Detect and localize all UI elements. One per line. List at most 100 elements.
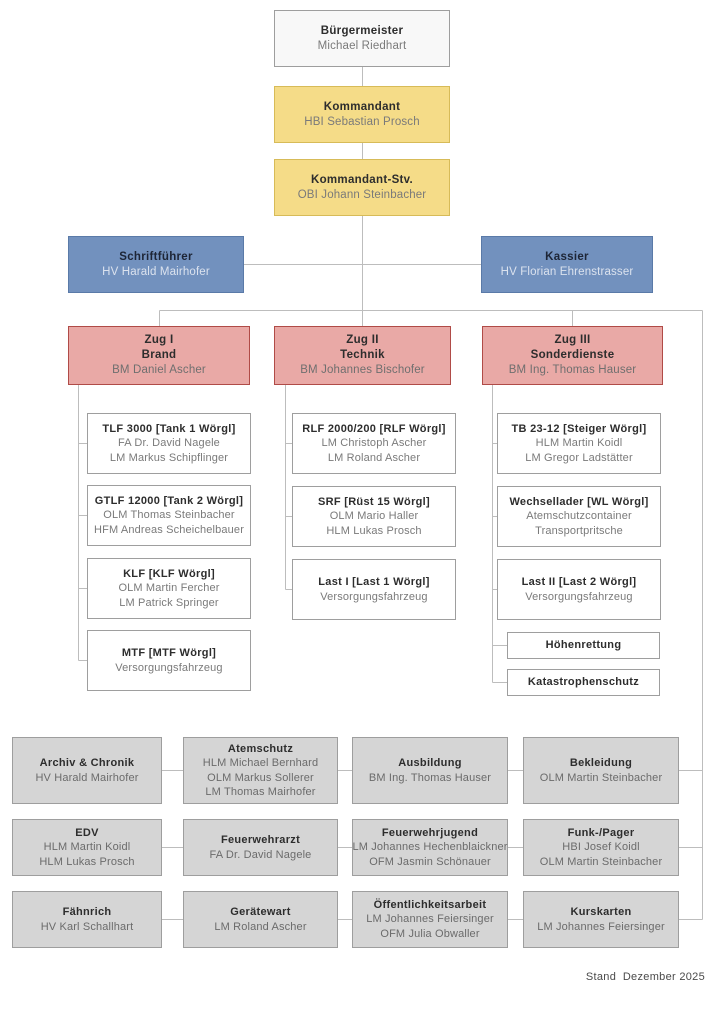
- box-subtitle: LM Roland Ascher: [214, 920, 307, 933]
- box-title: SRF [Rüst 15 Wörgl]: [317, 495, 431, 508]
- box-subtitle-2: HLM Lukas Prosch: [39, 855, 135, 868]
- box-subtitle: BM Johannes Bischofer: [300, 364, 425, 376]
- box-gtlf12000: GTLF 12000 [Tank 2 Wörgl] OLM Thomas Ste…: [87, 485, 251, 546]
- box-srf: SRF [Rüst 15 Wörgl] OLM Mario Haller HLM…: [292, 486, 456, 547]
- box-subtitle: BM Ing. Thomas Hauser: [508, 364, 637, 376]
- box-title: Fähnrich: [62, 906, 112, 918]
- box-title: Kommandant-Stv.: [310, 173, 414, 186]
- box-title: Archiv & Chronik: [39, 757, 135, 769]
- box-title: Öffentlichkeitsarbeit: [373, 898, 487, 911]
- box-title: Schriftführer: [119, 250, 193, 263]
- box-title: MTF [MTF Wörgl]: [121, 647, 217, 659]
- box-title: GTLF 12000 [Tank 2 Wörgl]: [94, 494, 244, 507]
- box-title: Höhenrettung: [545, 639, 622, 652]
- box-subtitle: HBI Josef Koidl: [562, 841, 640, 854]
- box-klf: KLF [KLF Wörgl] OLM Martin Fercher LM Pa…: [87, 558, 251, 619]
- box-archiv-chronik: Archiv & Chronik HV Harald Mairhofer: [12, 737, 162, 804]
- box-subtitle: Michael Riedhart: [317, 39, 407, 52]
- box-title: Last I [Last 1 Wörgl]: [318, 576, 430, 588]
- box-subtitle: BM Ing. Thomas Hauser: [368, 771, 492, 784]
- box-title: Bekleidung: [569, 757, 633, 769]
- box-title: Bürgermeister: [320, 24, 404, 37]
- box-subtitle-2: OLM Markus Sollerer: [207, 771, 314, 784]
- box-atemschutz: Atemschutz HLM Michael Bernhard OLM Mark…: [183, 737, 338, 804]
- box-zug3: Zug III Sonderdienste BM Ing. Thomas Hau…: [482, 326, 663, 385]
- box-title: RLF 2000/200 [RLF Wörgl]: [302, 422, 446, 435]
- box-subtitle-2: HLM Lukas Prosch: [326, 524, 422, 537]
- box-title-2: Technik: [340, 349, 385, 361]
- box-subtitle-2: LM Markus Schipflinger: [109, 451, 229, 464]
- box-buergermeister: Bürgermeister Michael Riedhart: [274, 10, 450, 67]
- box-subtitle: HLM Martin Koidl: [43, 841, 131, 854]
- box-faehnrich: Fähnrich HV Karl Schallhart: [12, 891, 162, 948]
- box-subtitle: OBI Johann Steinbacher: [297, 188, 427, 201]
- box-subtitle: LM Johannes Hechenblaickner: [352, 841, 508, 854]
- box-mtf: MTF [MTF Wörgl] Versorgungsfahrzeug: [87, 630, 251, 691]
- box-subtitle: HLM Michael Bernhard: [202, 757, 319, 769]
- box-subtitle: OLM Thomas Steinbacher: [103, 509, 235, 522]
- box-title-2: Sonderdienste: [530, 349, 615, 361]
- box-subtitle: Versorgungsfahrzeug: [320, 590, 428, 603]
- box-subtitle: HV Harald Mairhofer: [102, 265, 210, 278]
- box-title: Zug II: [346, 334, 379, 346]
- box-title: Gerätewart: [230, 906, 291, 918]
- box-subtitle: HBI Sebastian Prosch: [304, 115, 420, 128]
- stand-label: Stand Dezember 2025: [585, 971, 705, 983]
- box-subtitle: HLM Martin Koidl: [535, 437, 623, 450]
- box-subtitle: LM Johannes Feiersinger: [537, 920, 665, 933]
- box-subtitle: HV Karl Schallhart: [40, 920, 134, 933]
- box-kurskarten: Kurskarten LM Johannes Feiersinger: [523, 891, 679, 948]
- box-subtitle: OLM Martin Fercher: [118, 582, 220, 595]
- box-tlf3000: TLF 3000 [Tank 1 Wörgl] FA Dr. David Nag…: [87, 413, 251, 474]
- box-title: Kurskarten: [570, 906, 632, 918]
- box-rlf: RLF 2000/200 [RLF Wörgl] LM Christoph As…: [292, 413, 456, 474]
- box-kommandant-stv: Kommandant-Stv. OBI Johann Steinbacher: [274, 159, 450, 216]
- box-subtitle-2: OFM Jasmin Schönauer: [369, 855, 491, 868]
- box-feuerwehrarzt: Feuerwehrarzt FA Dr. David Nagele: [183, 819, 338, 876]
- box-funk-pager: Funk-/Pager HBI Josef Koidl OLM Martin S…: [523, 819, 679, 876]
- box-title: Funk-/Pager: [567, 826, 635, 839]
- box-tb2312: TB 23-12 [Steiger Wörgl] HLM Martin Koid…: [497, 413, 661, 474]
- box-subtitle: OLM Mario Haller: [329, 510, 419, 523]
- box-wechsellader: Wechsellader [WL Wörgl] Atemschutzcontai…: [497, 486, 661, 547]
- box-subtitle: Atemschutzcontainer: [526, 510, 632, 523]
- box-last1: Last I [Last 1 Wörgl] Versorgungsfahrzeu…: [292, 559, 456, 620]
- box-subtitle: Versorgungsfahrzeug: [525, 590, 633, 603]
- box-title: Atemschutz: [227, 742, 294, 755]
- box-title: TLF 3000 [Tank 1 Wörgl]: [102, 422, 236, 435]
- box-title: Kassier: [545, 250, 589, 263]
- box-title: EDV: [75, 826, 99, 839]
- box-subtitle: HV Florian Ehrenstrasser: [500, 265, 634, 278]
- box-bekleidung: Bekleidung OLM Martin Steinbacher: [523, 737, 679, 804]
- box-feuerwehrjugend: Feuerwehrjugend LM Johannes Hechenblaick…: [352, 819, 508, 876]
- box-schriftfuehrer: Schriftführer HV Harald Mairhofer: [68, 236, 244, 293]
- box-kassier: Kassier HV Florian Ehrenstrasser: [481, 236, 653, 293]
- box-kommandant: Kommandant HBI Sebastian Prosch: [274, 86, 450, 143]
- box-subtitle: FA Dr. David Nagele: [118, 437, 220, 450]
- box-subtitle: BM Daniel Ascher: [112, 364, 206, 376]
- box-zug1: Zug I Brand BM Daniel Ascher: [68, 326, 250, 385]
- box-title: KLF [KLF Wörgl]: [123, 567, 215, 580]
- box-title: Last II [Last 2 Wörgl]: [521, 576, 637, 588]
- box-subtitle: LM Christoph Ascher: [321, 437, 427, 450]
- box-title: Feuerwehrjugend: [381, 826, 479, 839]
- box-subtitle-2: Transportpritsche: [535, 524, 623, 537]
- box-last2: Last II [Last 2 Wörgl] Versorgungsfahrze…: [497, 559, 661, 620]
- box-title: Kommandant: [323, 100, 401, 113]
- box-title: Wechsellader [WL Wörgl]: [509, 495, 649, 508]
- box-subtitle: Versorgungsfahrzeug: [115, 661, 223, 674]
- box-edv: EDV HLM Martin Koidl HLM Lukas Prosch: [12, 819, 162, 876]
- box-zug2: Zug II Technik BM Johannes Bischofer: [274, 326, 451, 385]
- box-title: TB 23-12 [Steiger Wörgl]: [511, 422, 647, 435]
- box-subtitle-2: OFM Julia Obwaller: [380, 927, 480, 940]
- box-title: Ausbildung: [398, 757, 462, 769]
- box-subtitle: LM Johannes Feiersinger: [366, 913, 494, 926]
- box-title: Katastrophenschutz: [527, 676, 640, 689]
- box-title: Zug III: [554, 334, 591, 346]
- box-title-2: Brand: [141, 349, 177, 361]
- box-subtitle-2: LM Roland Ascher: [327, 451, 421, 464]
- box-ausbildung: Ausbildung BM Ing. Thomas Hauser: [352, 737, 508, 804]
- box-subtitle-3: LM Thomas Mairhofer: [205, 786, 316, 798]
